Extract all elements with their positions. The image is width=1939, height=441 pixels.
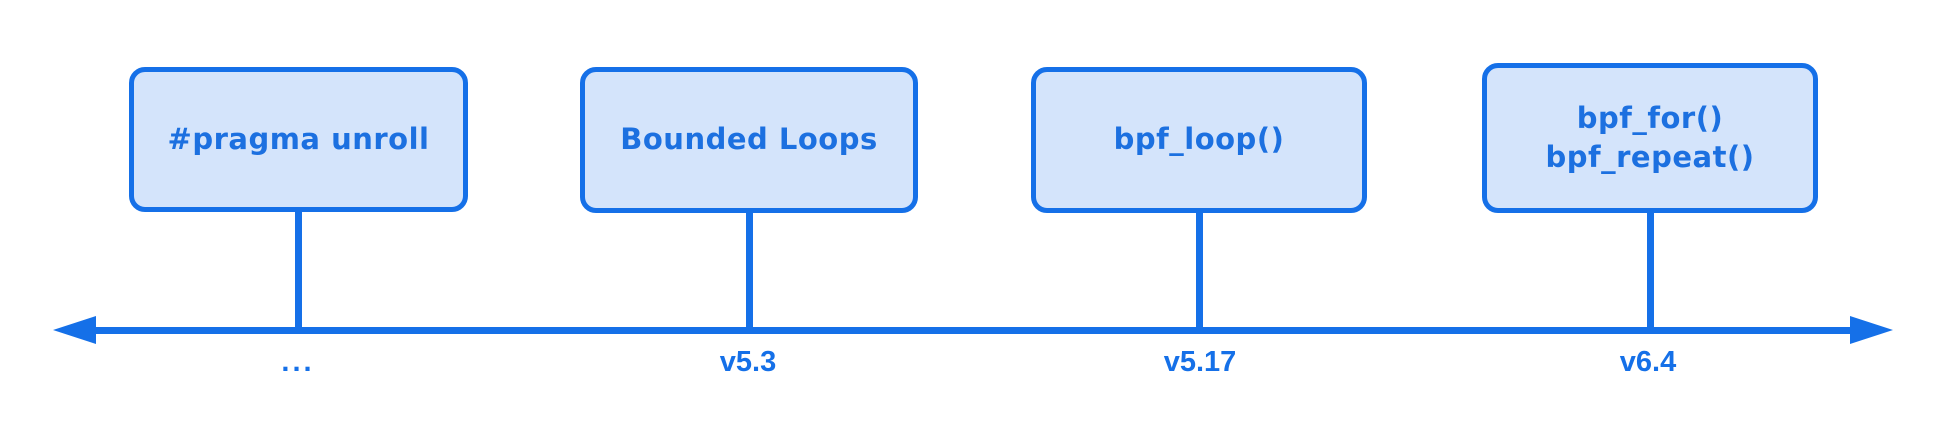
event-box-bounded-loops: Bounded Loops	[580, 67, 918, 213]
event-box-label-line2: bpf_repeat()	[1545, 140, 1755, 174]
event-box-bpf-loop: bpf_loop()	[1031, 67, 1367, 213]
event-box-label: #pragma unroll	[167, 121, 430, 156]
connector-bounded-loops	[746, 208, 753, 330]
event-box-label-line1: bpf_for()	[1576, 100, 1724, 135]
event-box-label: Bounded Loops	[620, 122, 878, 157]
version-label-v6-4: v6.4	[1619, 346, 1677, 378]
connector-bpf-loop	[1196, 208, 1203, 330]
version-label-v5-3: v5.3	[719, 346, 777, 378]
arrowhead-left-icon	[53, 316, 96, 344]
arrowhead-right-icon	[1850, 316, 1893, 344]
event-box-bpf-for-repeat: bpf_for() bpf_repeat()	[1482, 63, 1818, 213]
event-box-pragma-unroll: #pragma unroll	[129, 67, 468, 212]
connector-pragma-unroll	[295, 208, 302, 330]
version-label-v5-17: v5.17	[1163, 346, 1237, 378]
connector-bpf-for	[1647, 208, 1654, 330]
timeline-axis	[70, 327, 1870, 334]
event-box-label: bpf_loop()	[1113, 122, 1285, 157]
version-label-ellipsis: ...	[281, 346, 315, 378]
